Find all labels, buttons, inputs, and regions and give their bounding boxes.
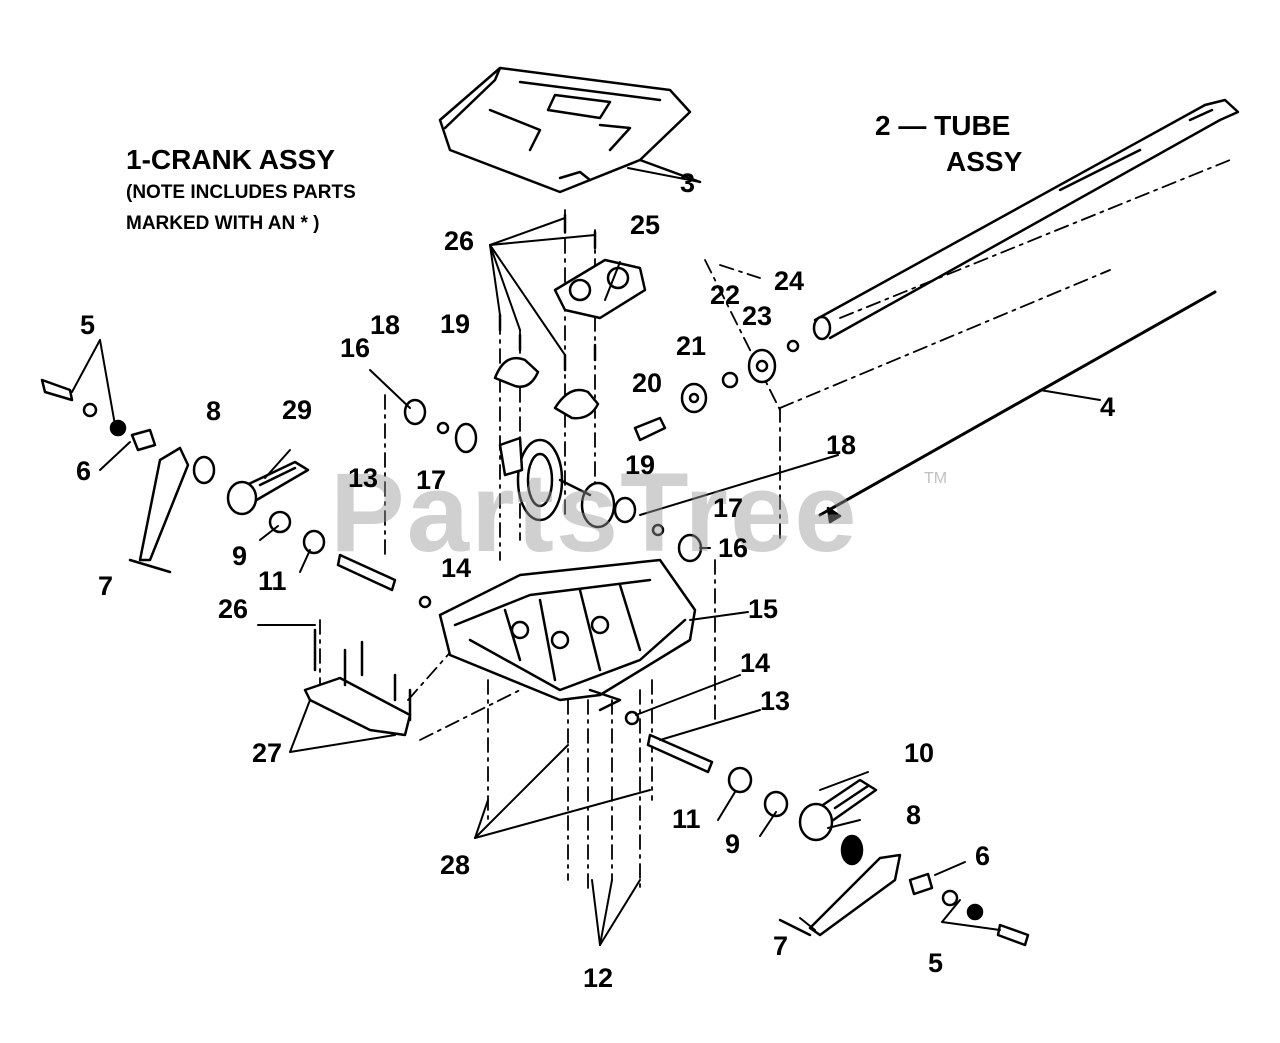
part-29-lever xyxy=(226,460,310,516)
part-17-left xyxy=(436,421,450,435)
part-8-right xyxy=(840,834,864,866)
part-10-lever xyxy=(798,778,878,842)
crank-assy-title: 1-CRANK ASSY xyxy=(126,144,335,175)
callout-17-right: 17 xyxy=(713,493,744,523)
part-5-left-bolt xyxy=(40,378,127,437)
callout-6-right: 6 xyxy=(975,841,991,871)
part-13-right-pin xyxy=(646,733,714,774)
callout-7-right: 7 xyxy=(773,931,789,961)
callout-14-right: 14 xyxy=(740,648,771,678)
callout-9-left: 9 xyxy=(232,541,248,571)
part-24-screw xyxy=(786,339,800,353)
callout-19-bottom: 19 xyxy=(625,450,656,480)
part-7-left-handle xyxy=(128,446,190,574)
part-18-left xyxy=(454,422,478,454)
callout-16-left: 16 xyxy=(340,333,371,363)
part-23-bushing xyxy=(747,348,777,384)
part-18-right xyxy=(613,496,637,524)
part-2-tube xyxy=(812,98,1240,341)
callout-19-top: 19 xyxy=(440,309,471,339)
callout-11-right: 11 xyxy=(672,804,701,834)
part-17-right xyxy=(651,523,665,537)
gear-assembly xyxy=(498,436,616,529)
part-9-left xyxy=(268,510,292,534)
callout-13-left: 13 xyxy=(348,463,379,493)
part-19-saddle-a xyxy=(493,356,540,388)
callout-8-left: 8 xyxy=(206,396,222,426)
callout-10: 10 xyxy=(904,738,935,768)
part-7-right-handle xyxy=(778,853,902,937)
part-16-left xyxy=(403,398,427,426)
callout-25: 25 xyxy=(630,210,661,240)
callout-28: 28 xyxy=(440,850,471,880)
callout-26-bottom: 26 xyxy=(218,594,249,624)
callout-23: 23 xyxy=(742,301,773,331)
callout-15: 15 xyxy=(748,594,779,624)
callout-24: 24 xyxy=(774,266,805,296)
callout-18-left: 18 xyxy=(370,310,401,340)
callout-27: 27 xyxy=(252,738,283,768)
trademark-symbol: TM xyxy=(924,470,948,487)
part-26-screws-top xyxy=(498,213,597,372)
callout-3: 3 xyxy=(680,168,696,198)
callout-5-left: 5 xyxy=(80,310,96,340)
callout-21: 21 xyxy=(676,331,707,361)
callout-22: 22 xyxy=(710,280,741,310)
part-14-left xyxy=(418,595,432,609)
part-11-right xyxy=(727,766,753,794)
callout-12: 12 xyxy=(583,963,614,993)
callout-18-right: 18 xyxy=(826,430,857,460)
part-6-left xyxy=(130,428,157,452)
part-8-left xyxy=(192,455,216,485)
part-5-right-bolt xyxy=(941,889,1030,947)
part-9-right xyxy=(763,790,789,818)
callout-26-top: 26 xyxy=(444,226,475,256)
callout-17-left: 17 xyxy=(416,465,447,495)
crank-assy-note-line2: MARKED WITH AN * ) xyxy=(126,213,320,234)
callout-11-left: 11 xyxy=(258,566,287,596)
tube-assy-title-line1: 2 — TUBE xyxy=(875,110,1011,141)
partstree-watermark: PartsTree xyxy=(330,450,859,575)
callout-16-right: 16 xyxy=(718,533,749,563)
part-19-saddle-b xyxy=(553,388,600,420)
part-21-washer xyxy=(680,382,708,414)
part-4-rod xyxy=(818,290,1217,524)
part-14-right xyxy=(624,710,640,726)
callout-7-left: 7 xyxy=(98,571,114,601)
callout-13-right: 13 xyxy=(760,686,791,716)
callout-5-right: 5 xyxy=(928,948,944,978)
callout-4: 4 xyxy=(1100,392,1116,422)
part-25-bearing xyxy=(553,258,647,320)
callout-8-right: 8 xyxy=(906,800,922,830)
callout-29: 29 xyxy=(282,395,313,425)
crank-assy-note-line1: (NOTE INCLUDES PARTS xyxy=(126,182,356,203)
callout-9-right: 9 xyxy=(725,829,741,859)
part-22-nut xyxy=(721,371,739,389)
part-3-cover xyxy=(438,66,702,194)
part-20-pin xyxy=(633,416,667,442)
part-13-left-pin xyxy=(336,553,397,592)
callout-14-left: 14 xyxy=(441,553,472,583)
part-6-right xyxy=(908,872,934,896)
callout-20: 20 xyxy=(632,368,663,398)
callout-6-left: 6 xyxy=(76,456,92,486)
tube-assy-title-line2: ASSY xyxy=(946,146,1023,177)
part-11-left xyxy=(302,529,326,555)
part-27-bracket xyxy=(303,628,412,737)
part-15-housing xyxy=(438,558,697,712)
